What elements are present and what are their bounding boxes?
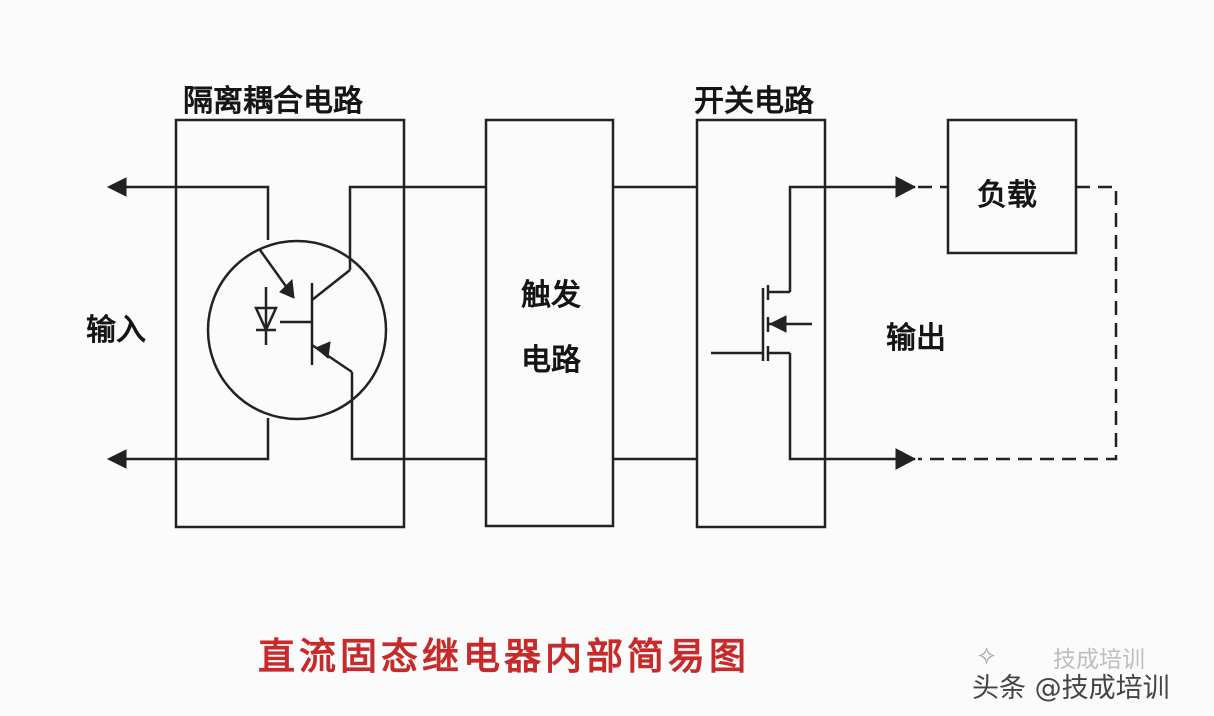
switch-drain-wire [788, 185, 915, 292]
switch-source-wire [788, 353, 915, 461]
light-arrow-head [279, 278, 295, 299]
transistor-emitter-arrow [315, 341, 331, 359]
isolation-coupling-label: 隔离耦合电路 [183, 84, 363, 119]
iso-out-top [348, 185, 486, 270]
input-label: 输入 [86, 313, 146, 348]
output-arrow-top [895, 176, 917, 198]
trigger-circuit-box [484, 118, 615, 528]
watermark-icon: ⟡ [978, 640, 996, 670]
diagram-title: 直流固态继电器内部简易图 [258, 634, 750, 678]
isolation-coupling-box [174, 118, 406, 529]
watermark-brand-text: 头条 @技成培训 [972, 673, 1170, 704]
input-wire-bottom [118, 418, 270, 461]
input-arrow-top [106, 177, 127, 197]
input-arrow-bottom [106, 449, 127, 469]
trigger-label-line2: 电路 [521, 343, 581, 378]
iso-out-bottom [350, 372, 486, 461]
switch-circuit-box [695, 118, 827, 529]
optocoupler-circle [206, 239, 388, 421]
load-label: 负载 [977, 178, 1037, 213]
input-wire-top [118, 185, 270, 240]
mosfet-arrow [768, 315, 787, 333]
output-label: 输出 [886, 321, 946, 356]
trigger-label-line1: 触发 [521, 278, 581, 313]
led-diode-icon [254, 306, 278, 334]
dashed-load-return [918, 185, 1118, 461]
output-arrow-bottom [895, 448, 917, 470]
watermark-faint-text: 技成培训 [1053, 647, 1145, 673]
switch-circuit-label: 开关电路 [694, 84, 814, 119]
